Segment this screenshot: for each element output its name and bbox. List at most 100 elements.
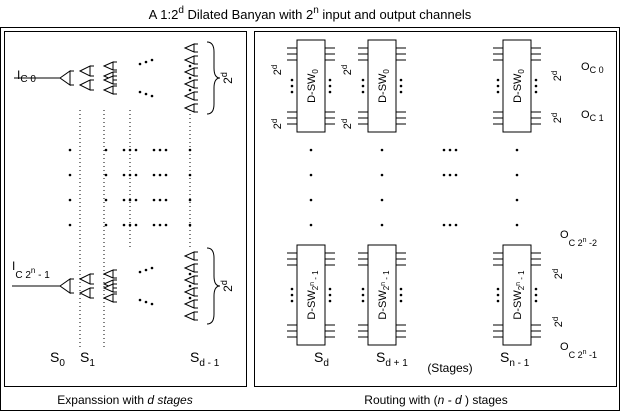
tree-bottom-splitter-last-2 [183,275,195,285]
left-ellipsis-r2-c2-0 [122,198,126,202]
tree-bottom-splitter-last-4 [183,299,195,309]
tree-top-ellip-a3 [150,58,154,62]
right-ellipsis-mid-2-2 [454,223,458,227]
left-ellipsis-r2-c2-1 [128,198,132,202]
left-ellipsis-r0-c3-1 [158,148,162,152]
switch-top-stage-d1-label: D-SW0 [377,69,391,103]
switch-top-stage-d-dot-l2 [290,84,294,88]
switch-top-stage-d-dot-r1 [328,78,332,82]
brace-label-top: 2d [219,72,235,84]
expansion-tree-top [14,43,198,113]
right-ellipsis-mid-2-0 [442,223,446,227]
left-ellipsis-r2-c0-0 [68,198,72,202]
tree-bottom-splitter-s0 [59,278,71,294]
left-ellipsis-r3-c2-2 [134,223,138,227]
switch-top-stage-n1-label: D-SW0 [512,69,526,103]
tree-top-splitter-last-0 [183,43,195,53]
port-group-label-1: 2d [270,65,284,76]
right-ellipsis-r0-c1 [380,148,384,152]
switch-bottom-stage-d [296,244,326,346]
switch-bottom-stage-n1-label: D-SW2n - 1 [512,270,526,320]
switch-top-stage-n1-dot-r1 [534,78,538,82]
left-ellipsis-r3-c3-2 [164,223,168,227]
tree-top-ellip-a2 [144,60,148,64]
switch-top-stage-n1-dot-l2 [496,84,500,88]
switch-top-stage-d-dot-r3 [328,90,332,94]
port-group-label-3: 2d [270,119,284,130]
switch-bottom-stage-n1-dot-l2 [496,293,500,297]
left-ellipsis-r0-c2-0 [122,148,126,152]
tree-top-splitter-last-3 [183,79,195,89]
routing-ellipsis-grid [309,148,519,227]
right-ellipsis-r2-c2 [515,198,519,202]
brace-bottom [206,247,221,325]
right-ellipsis-mid-0-2 [454,148,458,152]
switch-top-stage-d1-dot-l2 [361,84,365,88]
left-ellipsis-r1-c2-2 [134,173,138,177]
port-group-label-8: 2d [551,317,565,328]
switch-bottom-stage-n1-dot-l1 [496,287,500,291]
tree-bottom-splitter-s2-2 [102,283,114,293]
right-ellipsis-mid-1-0 [442,173,446,177]
switch-bottom-stage-n1-dot-l3 [496,299,500,303]
switch-bottom-stage-d1-dot-r1 [399,287,403,291]
right-ellipsis-r1-c2 [515,173,519,177]
expansion-ellipsis-grid [68,148,192,227]
right-ellipsis-mid-2-1 [448,223,452,227]
left-ellipsis-r2-c3-2 [164,198,168,202]
tree-top-ellip-b3 [150,94,154,98]
left-ellipsis-r0-c3-2 [164,148,168,152]
switch-bottom-stage-n1-dot-r2 [534,293,538,297]
switch-bottom-stage-d-dot-l1 [290,287,294,291]
stage-label-s1: S1 [80,349,95,369]
left-ellipsis-r0-c1-0 [104,148,108,152]
tree-bottom-splitter-s2-3 [102,293,114,303]
switch-top-stage-d-label: D-SW0 [306,69,320,103]
switch-bottom-stage-d-dot-l3 [290,299,294,303]
tree-top-splitter-last-2 [183,67,195,77]
tree-top-splitter-s1-a [78,65,91,77]
switch-top-stage-d1-dot-l1 [361,78,365,82]
left-ellipsis-r0-c2-2 [134,148,138,152]
left-ellipsis-r2-c1-0 [104,198,108,202]
tree-top-ellip-a1 [138,62,142,66]
tree-top-ellip-v3 [188,88,192,92]
left-ellipsis-r3-c2-1 [128,223,132,227]
switch-bottom-stage-d1-dot-l1 [361,287,365,291]
port-group-label-6: 2d [550,113,564,124]
switch-bottom-stage-d-dot-l2 [290,293,294,297]
port-group-label-5: 2d [550,71,564,82]
expansion-tree-bottom [12,251,198,321]
switch-bottom-stage-d-dot-r3 [328,299,332,303]
output-label-c0: OC 0 [581,61,604,75]
left-ellipsis-r1-c3-0 [152,173,156,177]
tree-bottom-splitter-s1-a [78,273,91,285]
input-label-top: IC 0 [17,68,36,85]
switch-top-stage-d1 [367,39,397,133]
switch-top-stage-d1-dot-l3 [361,90,365,94]
switch-top-stage-d-dot-l1 [290,78,294,82]
right-ellipsis-r2-c0 [309,198,313,202]
left-ellipsis-r1-c4-0 [188,173,192,177]
left-ellipsis-r0-c0-0 [68,148,72,152]
tree-bottom-ellip-v1 [188,272,192,276]
tree-top-splitter-last-4 [183,91,195,101]
brace-label-bottom: 2d [219,280,235,292]
left-ellipsis-r1-c1-0 [104,173,108,177]
right-ellipsis-mid-1-2 [454,173,458,177]
switch-top-stage-n1 [502,39,532,133]
left-ellipsis-r2-c4-0 [188,198,192,202]
stages-note: (Stages) [427,361,472,375]
tree-bottom-splitter-last-3 [183,287,195,297]
switch-top-stage-n1-dot-r2 [534,84,538,88]
input-label-bottom: IC 2n - 1 [12,259,50,281]
left-ellipsis-r0-c3-0 [152,148,156,152]
right-ellipsis-r3-c0 [309,223,313,227]
switch-bottom-stage-d1 [367,244,397,346]
left-ellipsis-r1-c2-0 [122,173,126,177]
switch-top-stage-n1-dot-l1 [496,78,500,82]
tree-top-splitter-s0 [59,70,71,86]
left-ellipsis-r2-c3-1 [158,198,162,202]
right-ellipsis-r2-c1 [380,198,384,202]
